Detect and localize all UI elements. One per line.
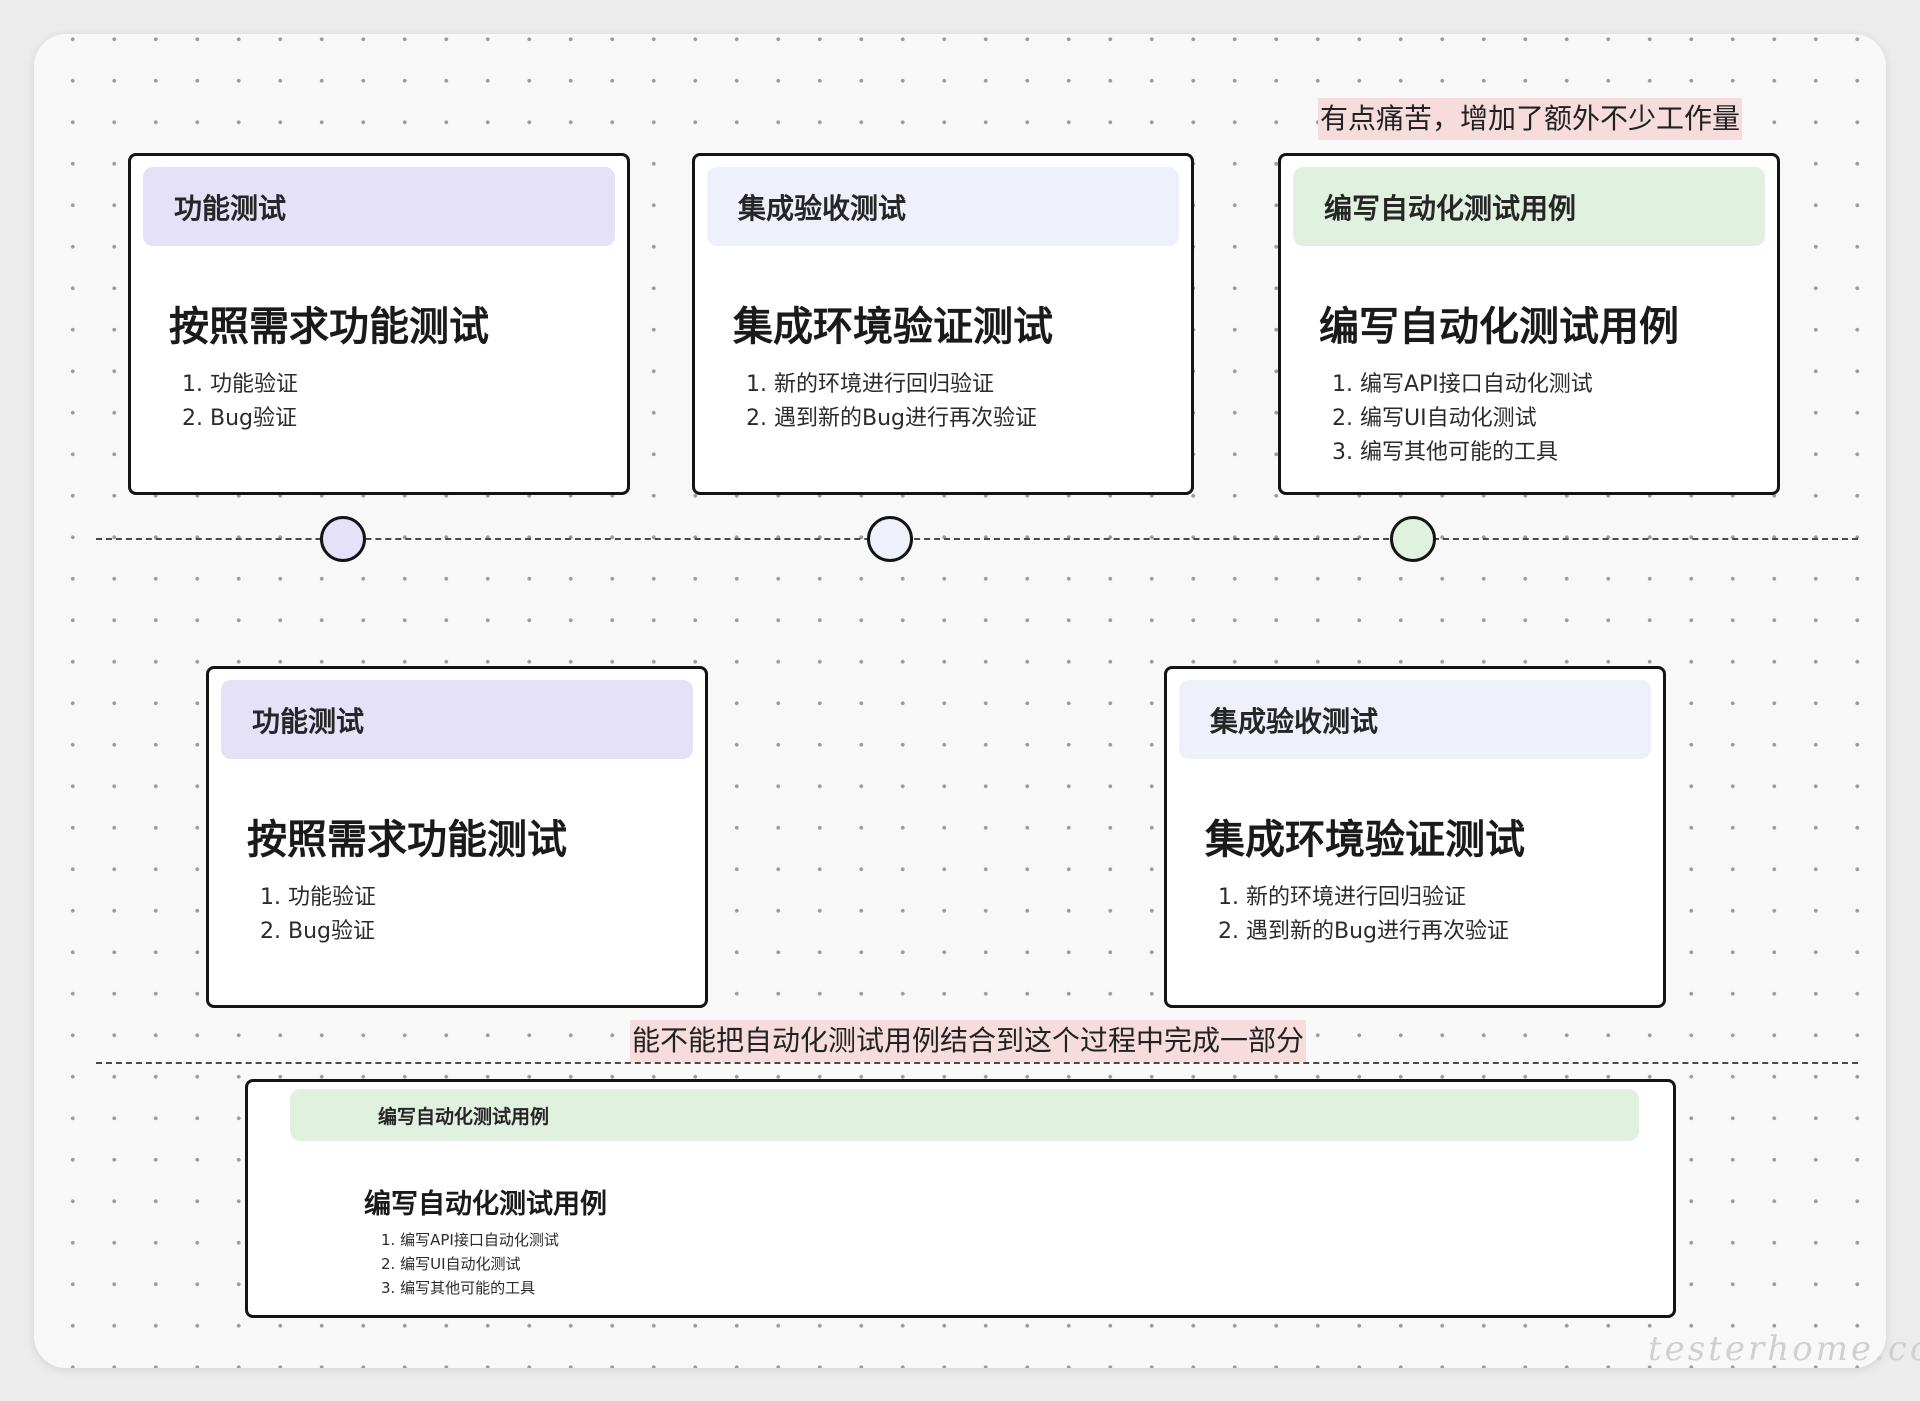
timeline-node[interactable] (1390, 516, 1436, 562)
card-title: 按照需求功能测试 (247, 817, 567, 863)
card-functional-test[interactable]: 功能测试 按照需求功能测试 功能验证 Bug验证 (206, 666, 708, 1008)
card-list: 编写API接口自动化测试 编写UI自动化测试 编写其他可能的工具 (370, 1228, 559, 1300)
timeline-node[interactable] (320, 516, 366, 562)
watermark-text: testerhome.com (1648, 1329, 1920, 1369)
card-title: 编写自动化测试用例 (364, 1189, 607, 1220)
card-title: 集成环境验证测试 (1205, 817, 1525, 863)
list-item: 编写API接口自动化测试 (1332, 368, 1593, 402)
list-item: 功能验证 (260, 881, 376, 915)
card-automation-test-wide[interactable]: 编写自动化测试用例 编写自动化测试用例 编写API接口自动化测试 编写UI自动化… (245, 1079, 1676, 1318)
card-header: 功能测试 (221, 680, 693, 759)
list-item: Bug验证 (182, 402, 298, 436)
card-integration-test[interactable]: 集成验收测试 集成环境验证测试 新的环境进行回归验证 遇到新的Bug进行再次验证 (1164, 666, 1666, 1008)
note-painful: 有点痛苦，增加了额外不少工作量 (1318, 98, 1743, 140)
list-item: 编写UI自动化测试 (381, 1252, 559, 1276)
card-header: 集成验收测试 (1179, 680, 1651, 759)
card-header: 集成验收测试 (707, 167, 1179, 246)
list-item: 编写其他可能的工具 (381, 1276, 559, 1300)
list-item: Bug验证 (260, 915, 376, 949)
note-question: 能不能把自动化测试用例结合到这个过程中完成一部分 (630, 1020, 1307, 1062)
card-list: 功能验证 Bug验证 (171, 368, 298, 436)
card-list: 新的环境进行回归验证 遇到新的Bug进行再次验证 (735, 368, 1037, 436)
card-header: 编写自动化测试用例 (1293, 167, 1765, 246)
list-item: 编写API接口自动化测试 (381, 1228, 559, 1252)
list-item: 遇到新的Bug进行再次验证 (746, 402, 1037, 436)
list-item: 新的环境进行回归验证 (746, 368, 1037, 402)
card-title: 集成环境验证测试 (733, 304, 1053, 350)
card-integration-test[interactable]: 集成验收测试 集成环境验证测试 新的环境进行回归验证 遇到新的Bug进行再次验证 (692, 153, 1194, 495)
list-item: 新的环境进行回归验证 (1218, 881, 1509, 915)
timeline-node[interactable] (867, 516, 913, 562)
card-list: 功能验证 Bug验证 (249, 881, 376, 949)
card-automation-test[interactable]: 编写自动化测试用例 编写自动化测试用例 编写API接口自动化测试 编写UI自动化… (1278, 153, 1780, 495)
card-list: 编写API接口自动化测试 编写UI自动化测试 编写其他可能的工具 (1321, 368, 1593, 470)
list-item: 编写UI自动化测试 (1332, 402, 1593, 436)
card-list: 新的环境进行回归验证 遇到新的Bug进行再次验证 (1207, 881, 1509, 949)
card-header: 编写自动化测试用例 (290, 1089, 1639, 1141)
timeline-line (96, 538, 1858, 540)
list-item: 功能验证 (182, 368, 298, 402)
card-header: 功能测试 (143, 167, 615, 246)
card-title: 按照需求功能测试 (169, 304, 489, 350)
divider-line (96, 1062, 1858, 1064)
card-title: 编写自动化测试用例 (1319, 304, 1679, 350)
card-functional-test[interactable]: 功能测试 按照需求功能测试 功能验证 Bug验证 (128, 153, 630, 495)
list-item: 遇到新的Bug进行再次验证 (1218, 915, 1509, 949)
list-item: 编写其他可能的工具 (1332, 436, 1593, 470)
whiteboard-canvas: 有点痛苦，增加了额外不少工作量 功能测试 按照需求功能测试 功能验证 Bug验证… (34, 34, 1886, 1368)
